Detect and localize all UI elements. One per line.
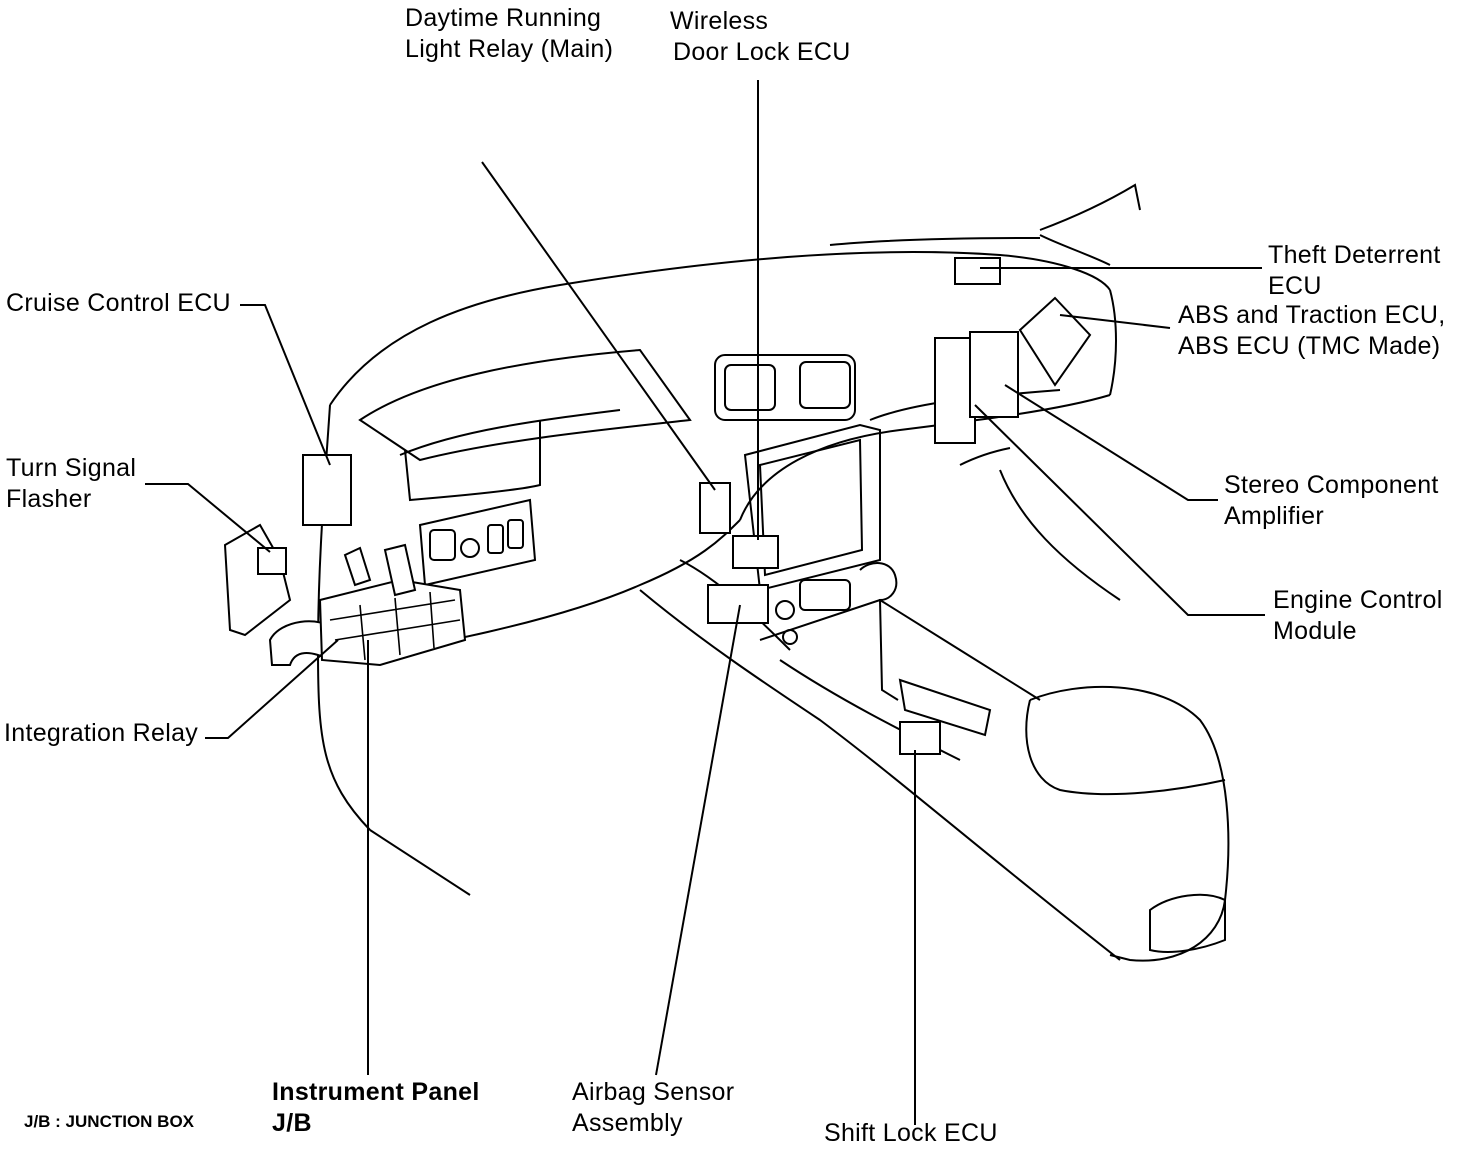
wireless-door-lock-box [732, 535, 779, 569]
legend-junction-box: J/B : JUNCTION BOX [24, 1112, 195, 1131]
abs-ecu-box [1018, 296, 1092, 387]
drl-relay-box [699, 482, 731, 534]
label-integration-relay: Integration Relay [4, 719, 199, 747]
cruise-control-ecu-box [302, 454, 352, 526]
airbag-sensor-box [707, 584, 769, 624]
label-abs-traction-ecu: ABS and Traction ECU,ABS ECU (TMC Made) [1178, 301, 1446, 360]
stereo-amplifier-box [969, 331, 1019, 418]
engine-control-module-box [934, 337, 976, 444]
shift-lock-ecu-box [899, 721, 941, 755]
dashboard-outline [316, 183, 1230, 962]
label-shift-lock-ecu: Shift Lock ECU [824, 1119, 998, 1147]
theft-deterrent-ecu-box [954, 257, 1001, 285]
components [223, 257, 1092, 755]
label-cruise-control-ecu: Cruise Control ECU [6, 289, 231, 317]
leader-lines [145, 80, 1265, 1125]
